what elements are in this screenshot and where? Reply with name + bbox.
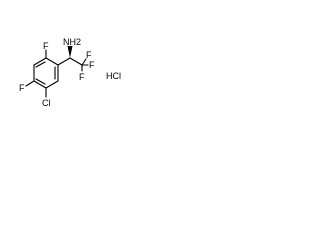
bond-cf3-f1 — [81, 58, 87, 66]
ring-bond-3 — [45, 80, 59, 89]
hcl-salt-label: HCl — [106, 71, 121, 81]
cf3-f1-label: F — [86, 50, 92, 60]
bond-c-f-left — [25, 80, 35, 87]
cf3-f3-label: F — [79, 72, 85, 82]
cl-label: Cl — [42, 98, 51, 108]
cf3-f2-label: F — [89, 60, 95, 70]
nh2-label: NH2 — [63, 37, 81, 47]
f-left-label: F — [19, 83, 25, 93]
ring-bond-6 — [33, 57, 47, 66]
ring-bond-1 — [45, 57, 59, 66]
bond-stereocenter-cf3 — [69, 57, 83, 66]
ring-bond-4 — [33, 80, 47, 89]
ring-bond-6-inner — [35, 61, 46, 68]
f-top-label: F — [43, 41, 49, 51]
wedge-bond-nh2 — [67, 46, 73, 58]
ring-bond-4-inner — [35, 78, 46, 85]
bond-ring-stereocenter — [57, 57, 71, 66]
structure-canvas: NH2 F F Cl F F F HCl — [0, 0, 152, 152]
molecule-structure: NH2 F F Cl F F F HCl — [19, 37, 121, 108]
